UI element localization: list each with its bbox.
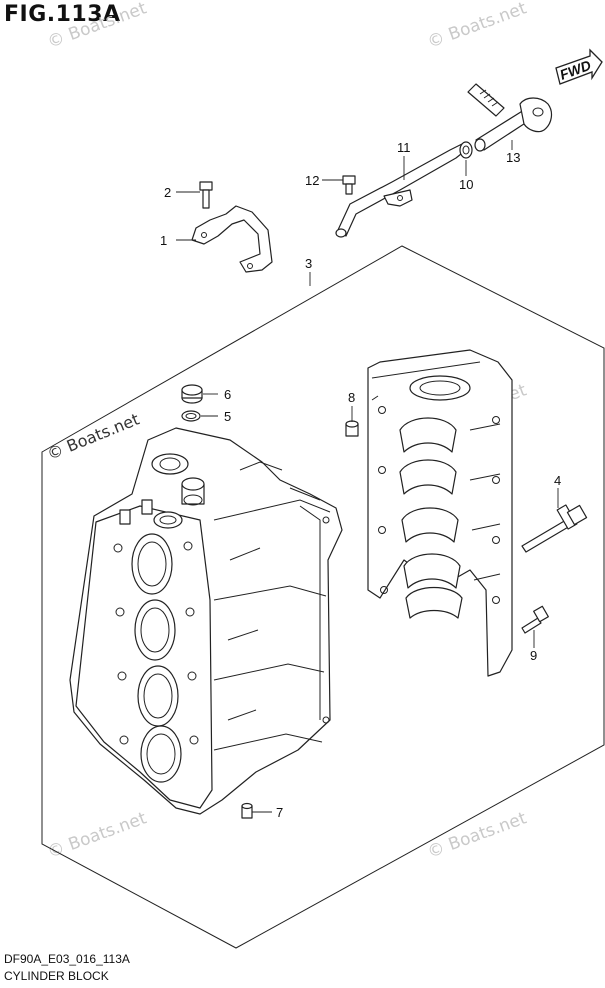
watermark-center: © Boats.net (44, 410, 142, 464)
handle-part-13 (467, 83, 553, 152)
callout-4: 4 (554, 473, 561, 488)
callout-1: 1 (160, 233, 167, 248)
callout-12: 12 (305, 173, 319, 188)
bolt-part-4 (521, 504, 588, 553)
diagram-caption: CYLINDER BLOCK (4, 969, 109, 983)
bolt-part-12 (342, 175, 356, 195)
callout-13: 13 (506, 150, 520, 165)
bolt-part-2 (199, 181, 213, 209)
figure-title: FIG.113A (4, 2, 121, 27)
callout-7: 7 (276, 805, 283, 820)
diagram-code: DF90A_E03_016_113A (4, 952, 130, 966)
watermark-top-right: © Boats.net (425, 0, 530, 53)
dowel-pin-part-8 (345, 420, 359, 437)
pipe-part-11 (335, 143, 467, 238)
crankcase-half (367, 349, 513, 677)
leader-lines (176, 140, 559, 813)
watermark-top-left: © Boats.net (45, 0, 150, 53)
watermark-bottom-left: © Boats.net (45, 808, 150, 862)
callout-8: 8 (348, 390, 355, 405)
callout-6: 6 (224, 387, 231, 402)
fwd-arrow-icon: FWD (555, 48, 603, 85)
callout-5: 5 (224, 409, 231, 424)
callouts: 1 2 3 4 5 6 7 8 9 10 11 12 13 (160, 140, 561, 820)
washer-part-5 (181, 410, 201, 422)
bracket-part (191, 205, 273, 273)
callout-11: 11 (397, 140, 411, 155)
assembly-frame (41, 245, 605, 949)
callout-9: 9 (530, 648, 537, 663)
callout-3: 3 (305, 256, 312, 271)
callout-10: 10 (459, 177, 473, 192)
cylinder-block-part-3 (69, 427, 343, 815)
callout-2: 2 (164, 185, 171, 200)
bolt-part-9 (521, 605, 549, 634)
plug-part-6 (181, 384, 203, 404)
plug-part-7 (241, 802, 253, 819)
clip-part-10 (459, 141, 473, 159)
